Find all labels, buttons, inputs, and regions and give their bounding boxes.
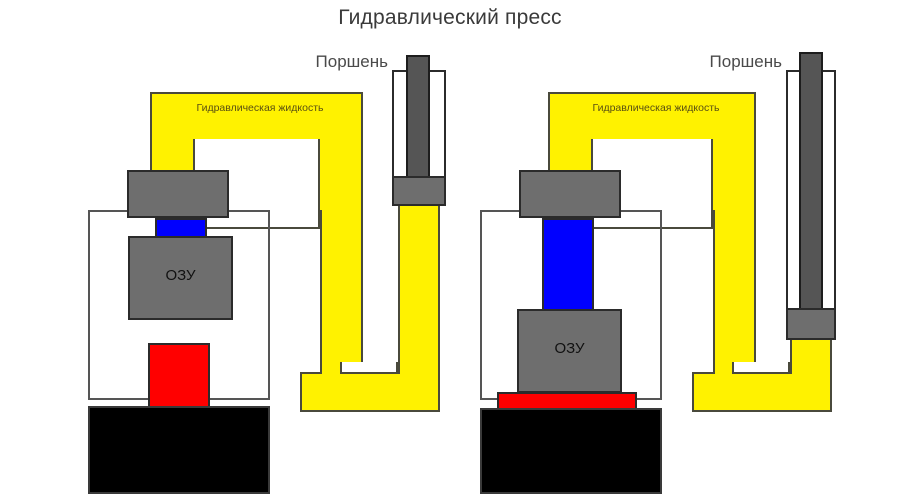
- left-piston-head: [392, 176, 446, 206]
- right-cylinder-cap: [519, 170, 621, 218]
- right-piston-head: [786, 308, 836, 340]
- right-pipe-corner-fill-d: [792, 332, 830, 410]
- left-ram-shaft: [155, 218, 207, 238]
- left-ram-block: [128, 236, 233, 320]
- right-ram-label: ОЗУ: [554, 340, 585, 357]
- left-pipe-corner-fill-d: [400, 194, 438, 410]
- left-fluid-label: Гидравлическая жидкость: [196, 102, 324, 114]
- left-anvil-base: [88, 406, 270, 494]
- right-anvil-base: [480, 408, 662, 494]
- left-pipe-corner-fill-b: [322, 94, 361, 410]
- left-ram-label: ОЗУ: [165, 267, 196, 284]
- left-cylinder-cap: [127, 170, 229, 218]
- left-piston-rod: [406, 55, 430, 183]
- left-piston-label: Поршень: [315, 52, 388, 71]
- page-title: Гидравлический пресс: [338, 6, 562, 29]
- right-piston-label: Поршень: [709, 52, 782, 71]
- left-pipe-bottom-void: [340, 362, 398, 374]
- right-pipe-bottom-void: [732, 362, 790, 374]
- left-workpiece: [148, 343, 210, 408]
- right-fluid-label: Гидравлическая жидкость: [592, 102, 720, 114]
- right-ram-shaft: [542, 218, 594, 311]
- right-piston-rod: [799, 52, 823, 314]
- right-pipe-corner-fill-b: [715, 94, 754, 410]
